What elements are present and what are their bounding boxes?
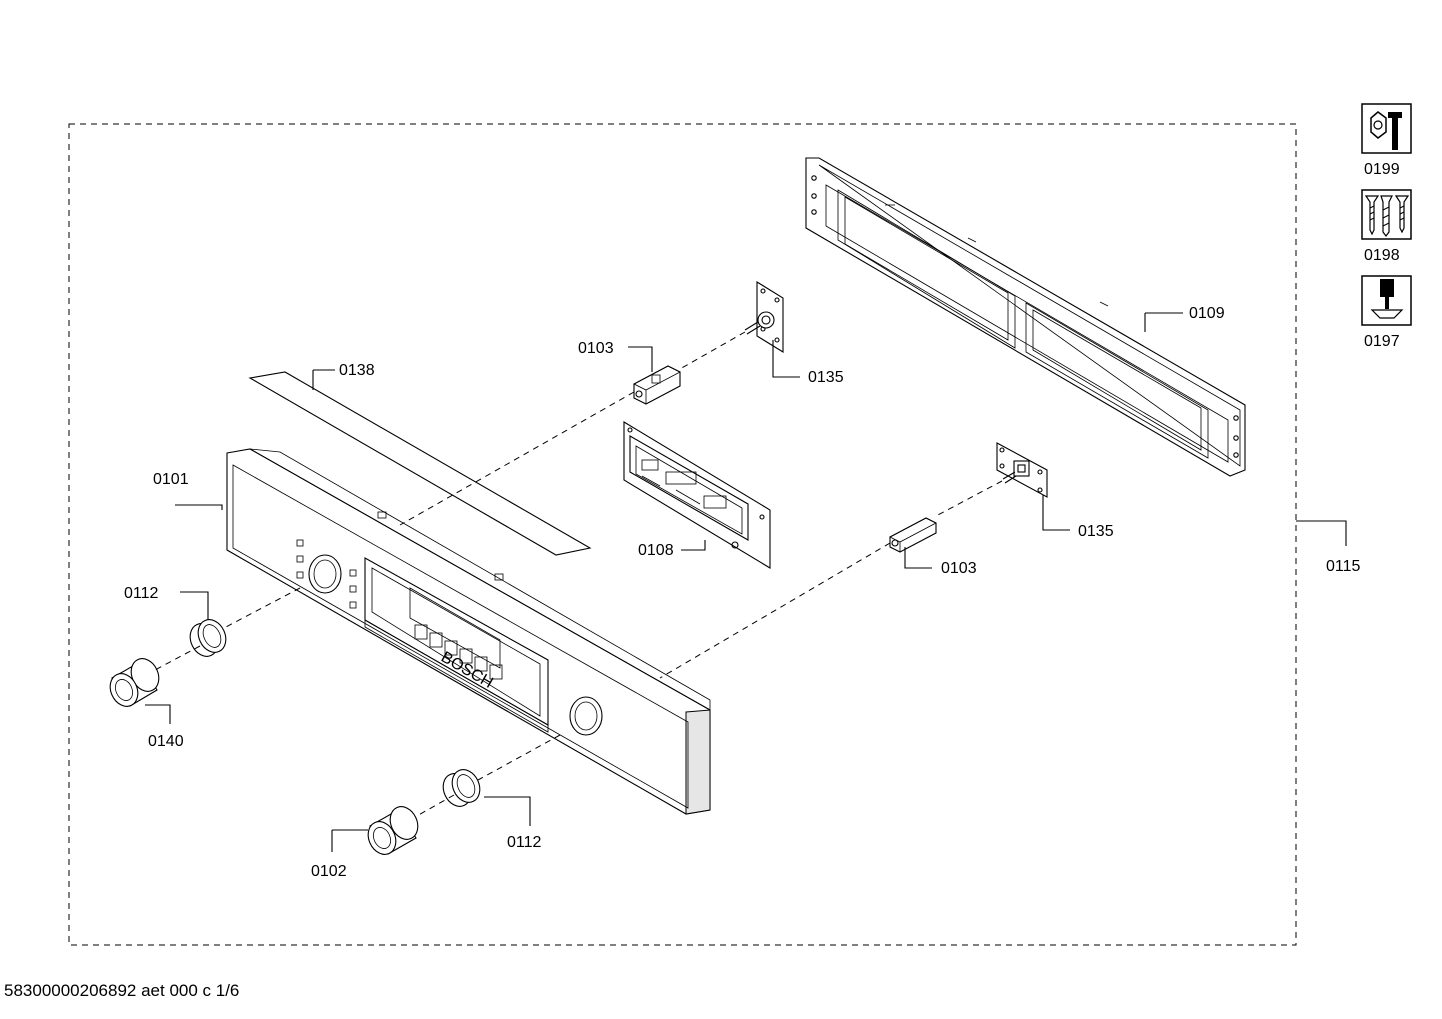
screws-icon [1361, 189, 1412, 240]
leader-lines [145, 312, 1347, 852]
label-0135-upper: 0135 [808, 369, 844, 386]
encoder-bracket-0135-lower [996, 442, 1048, 498]
label-0112-lower: 0112 [507, 834, 542, 851]
label-0103-upper: 0103 [578, 340, 614, 357]
connector-0103-lower [889, 517, 937, 553]
label-0109: 0109 [1189, 305, 1225, 322]
encoder-bracket-0135-upper [744, 281, 784, 353]
control-panel-0101: BOSCH [226, 448, 711, 815]
legend-code-0197: 0197 [1364, 333, 1400, 350]
assembly-axes [154, 331, 1003, 818]
legend: 0199 0198 0197 [1361, 103, 1412, 350]
connector-0103-upper [633, 365, 681, 405]
knob-0140 [109, 658, 160, 707]
label-0108: 0108 [638, 542, 674, 559]
label-0102: 0102 [311, 863, 347, 880]
display-module-0108 [623, 421, 771, 569]
knob-0102 [367, 806, 419, 855]
rear-frame-0109 [805, 157, 1246, 477]
document-id: 58300000206892 aet 000 c 1/6 [4, 981, 240, 1000]
label-0135-lower: 0135 [1078, 523, 1114, 540]
nut-wrench-icon [1361, 103, 1412, 154]
cover-strip-0138 [248, 371, 592, 556]
knob-ring-0112-lower [442, 769, 481, 807]
assembly-boundary [68, 123, 1297, 946]
label-0112-upper: 0112 [124, 585, 159, 602]
label-0115: 0115 [1326, 558, 1361, 575]
label-0101: 0101 [153, 471, 189, 488]
label-0103-lower: 0103 [941, 560, 977, 577]
knob-ring-0112-upper [189, 619, 227, 657]
screwdriver-icon [1361, 275, 1412, 326]
label-0138: 0138 [339, 362, 375, 379]
label-0140: 0140 [148, 733, 184, 750]
legend-code-0198: 0198 [1364, 247, 1400, 264]
part-labels: 0101 0138 0103 0135 0109 0108 0135 0103 … [124, 305, 1361, 880]
legend-code-0199: 0199 [1364, 161, 1400, 178]
